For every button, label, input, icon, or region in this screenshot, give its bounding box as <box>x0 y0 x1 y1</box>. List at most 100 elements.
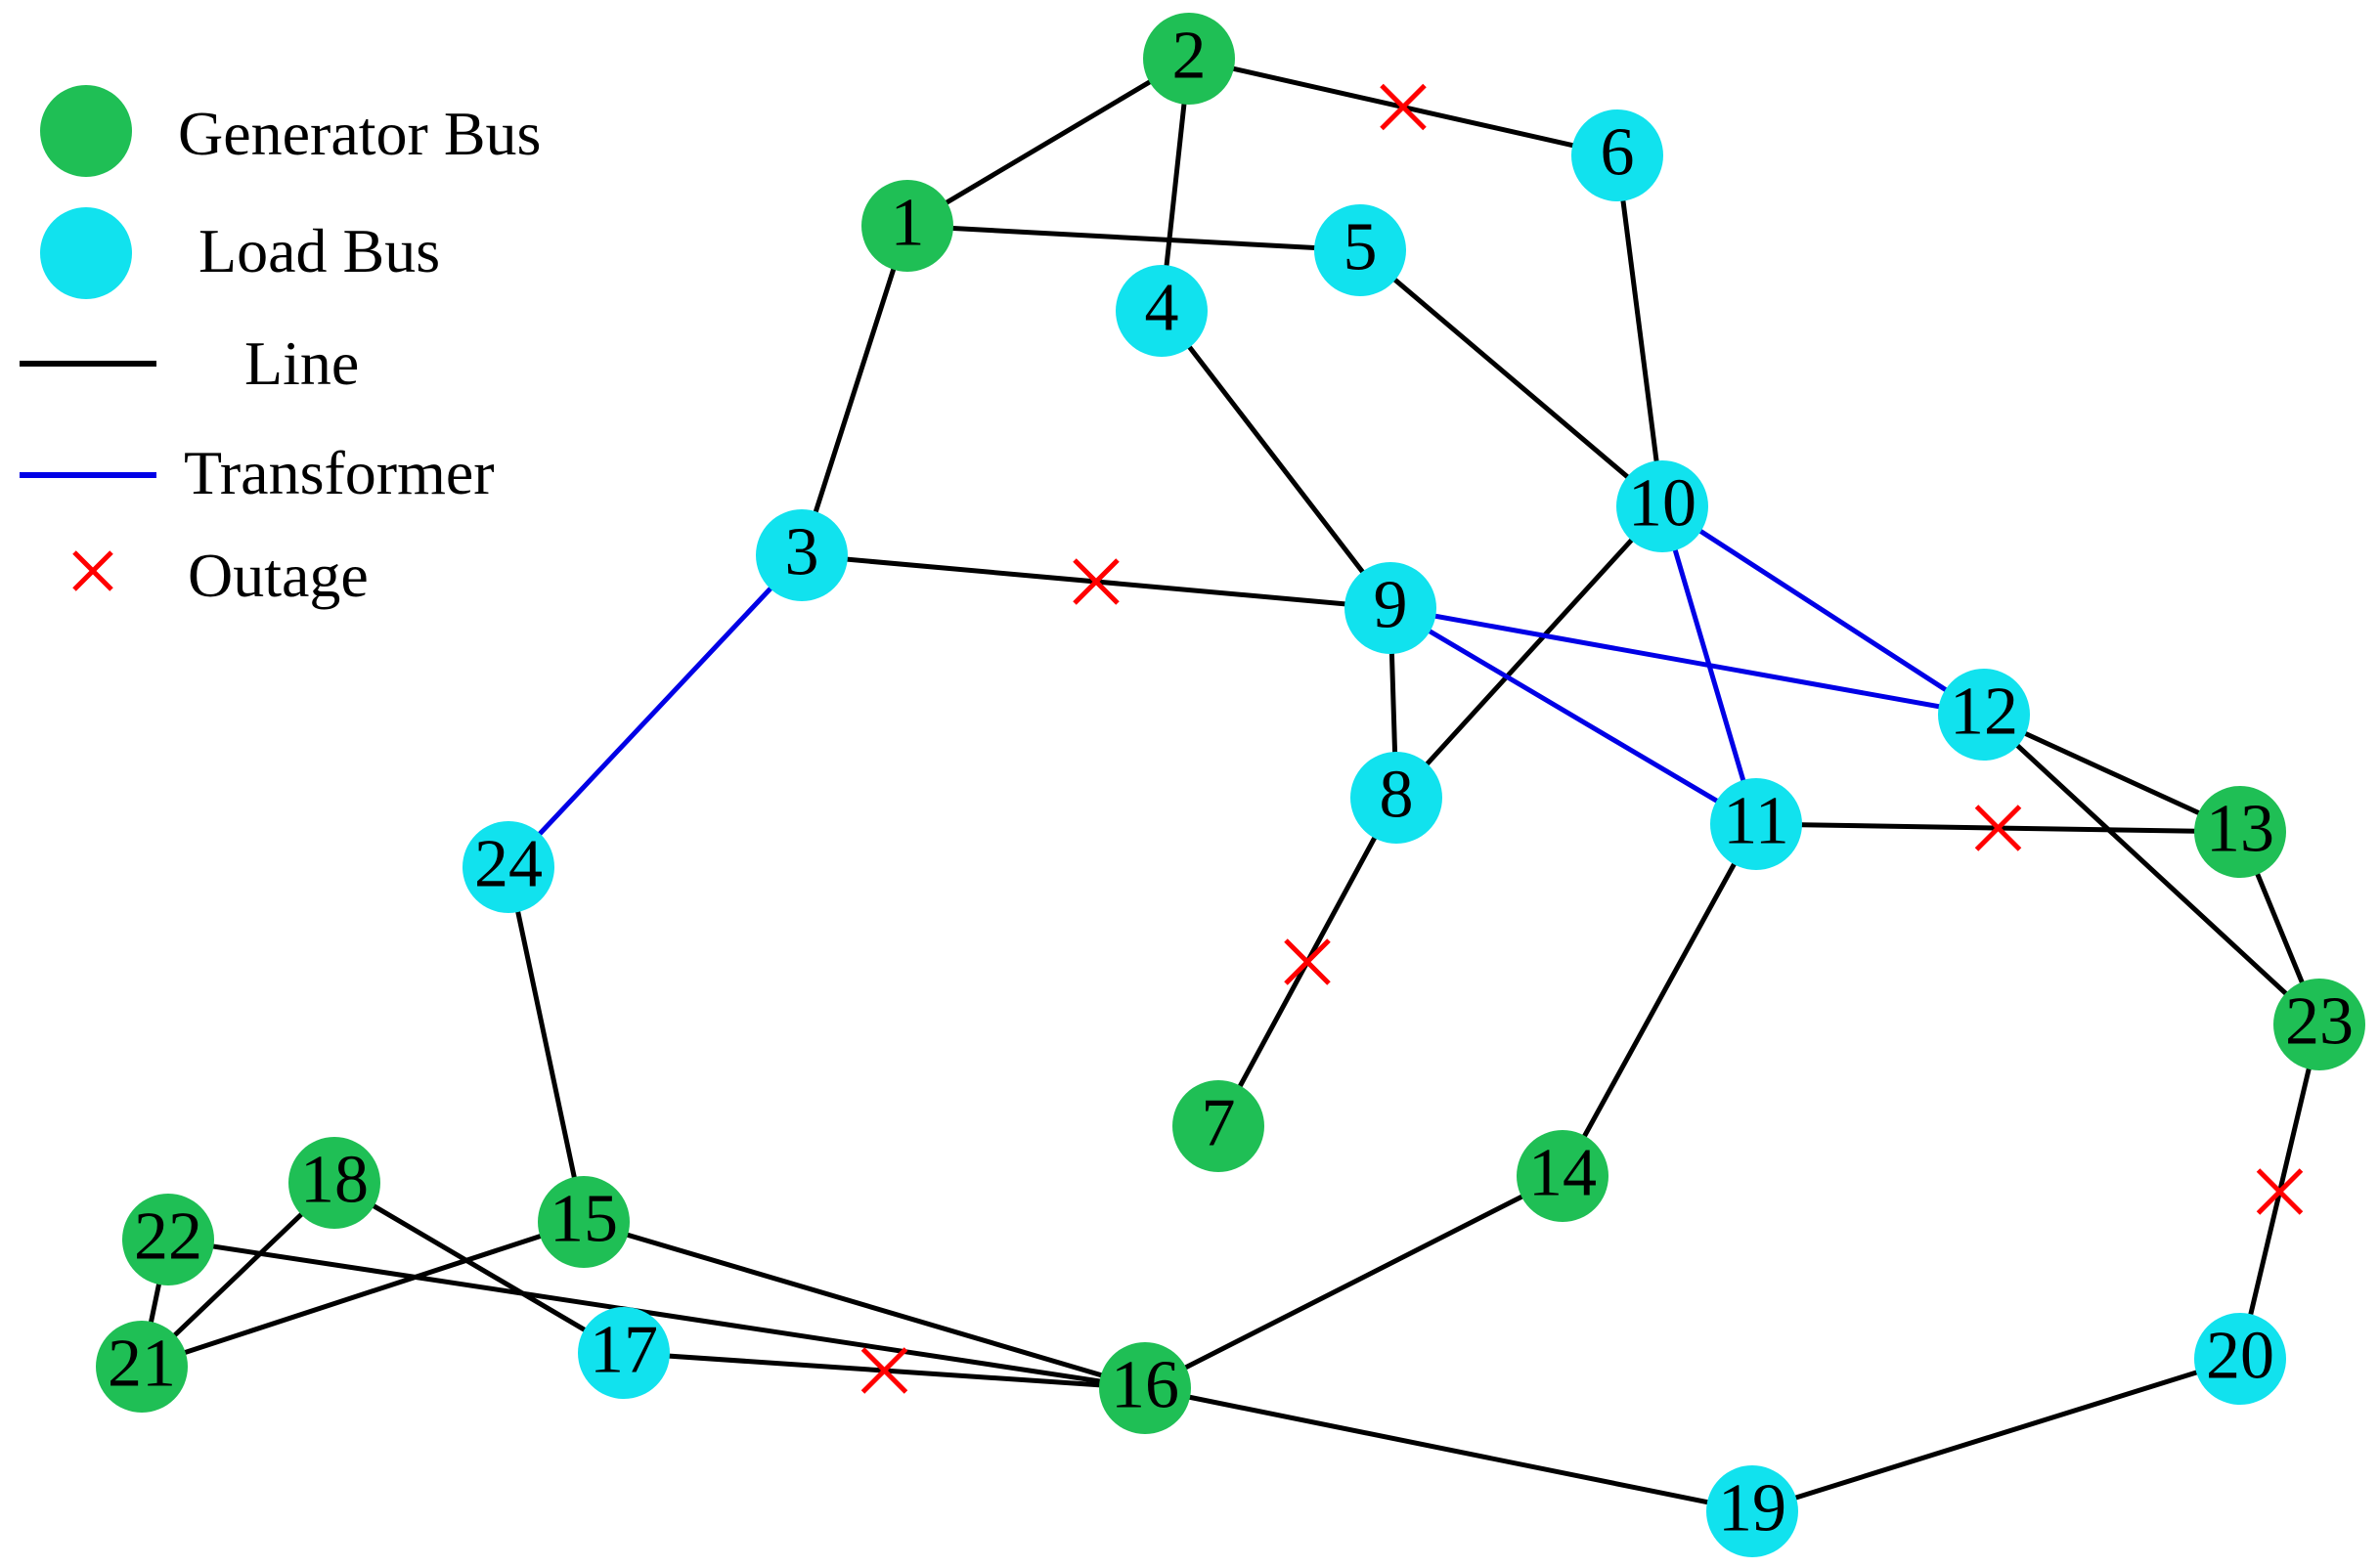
generator-bus-2: 2 <box>1143 13 1235 105</box>
transformer-3-24 <box>507 553 804 869</box>
generator-bus-18: 18 <box>288 1137 380 1229</box>
load-bus-12: 12 <box>1938 669 2030 761</box>
line-8-10 <box>1394 504 1664 800</box>
transformer-9-12 <box>1389 605 1985 718</box>
legend-transformer-label: Transformer <box>184 438 495 507</box>
bus-node-10 <box>1616 460 1708 552</box>
bus-node-11 <box>1710 778 1802 870</box>
load-bus-5: 5 <box>1314 204 1406 296</box>
line-15-21 <box>141 1219 585 1370</box>
outage-marker-2-6 <box>1380 83 1427 131</box>
bus-label-22: 22 <box>134 1199 202 1275</box>
bus-label-11: 11 <box>1723 784 1788 859</box>
load-bus-4: 4 <box>1116 265 1208 357</box>
bus-node-13 <box>2194 786 2286 878</box>
line-6-10 <box>1614 154 1665 507</box>
legend: Generator Bus Load Bus Line Transformer … <box>20 85 541 610</box>
bus-node-3 <box>756 509 848 601</box>
bus-node-7 <box>1172 1080 1264 1172</box>
bus-node-5 <box>1314 204 1406 296</box>
load-bus-3: 3 <box>756 509 848 601</box>
line-16-22 <box>167 1237 1146 1391</box>
bus-label-10: 10 <box>1628 466 1696 542</box>
bus-label-6: 6 <box>1601 115 1635 191</box>
load-bus-20: 20 <box>2194 1313 2286 1405</box>
bus-label-15: 15 <box>550 1182 618 1257</box>
load-bus-8: 8 <box>1350 752 1442 844</box>
bus-label-24: 24 <box>474 827 543 902</box>
line-12-23 <box>1982 713 2321 1026</box>
generator-bus-13: 13 <box>2194 786 2286 878</box>
line-15-24 <box>506 866 587 1223</box>
generator-bus-1: 1 <box>861 180 953 272</box>
bus-label-21: 21 <box>108 1327 176 1402</box>
line-1-5 <box>906 223 1361 253</box>
bus-node-22 <box>122 1194 214 1285</box>
legend-load-label: Load Bus <box>198 216 440 285</box>
bus-label-19: 19 <box>1718 1471 1786 1546</box>
line-4-9 <box>1160 309 1392 610</box>
bus-label-8: 8 <box>1380 758 1414 833</box>
bus-label-14: 14 <box>1528 1136 1597 1211</box>
bus-node-20 <box>2194 1313 2286 1405</box>
line-1-2 <box>905 56 1191 229</box>
bus-label-13: 13 <box>2206 792 2274 867</box>
load-bus-6: 6 <box>1571 109 1663 201</box>
generator-bus-21: 21 <box>96 1321 188 1413</box>
branch-layer <box>139 56 2322 1514</box>
generator-bus-15: 15 <box>538 1176 630 1268</box>
legend-outage-label: Outage <box>188 541 369 610</box>
bus-node-4 <box>1116 265 1208 357</box>
bus-label-3: 3 <box>785 515 819 590</box>
load-bus-17: 17 <box>578 1307 670 1399</box>
line-19-20 <box>1751 1356 2241 1514</box>
bus-node-15 <box>538 1176 630 1268</box>
bus-label-17: 17 <box>590 1313 658 1388</box>
line-15-16 <box>583 1219 1146 1391</box>
bus-node-24 <box>463 821 554 913</box>
bus-label-18: 18 <box>300 1143 369 1218</box>
load-bus-24: 24 <box>463 821 554 913</box>
load-bus-11: 11 <box>1710 778 1802 870</box>
bus-node-1 <box>861 180 953 272</box>
generator-bus-23: 23 <box>2273 979 2365 1070</box>
transformer-9-11 <box>1388 605 1758 827</box>
load-bus-9: 9 <box>1344 562 1436 654</box>
line-16-19 <box>1144 1385 1753 1514</box>
outage-marker-3-9 <box>1073 558 1120 605</box>
line-17-18 <box>332 1180 626 1356</box>
outage-marker-16-17 <box>860 1347 908 1394</box>
bus-node-9 <box>1344 562 1436 654</box>
bus-label-4: 4 <box>1145 271 1179 346</box>
bus-node-17 <box>578 1307 670 1399</box>
bus-label-7: 7 <box>1202 1086 1236 1161</box>
generator-bus-7: 7 <box>1172 1080 1264 1172</box>
outage-marker-11-13 <box>1974 805 2022 851</box>
outage-marker-7-8 <box>1284 938 1331 985</box>
bus-label-2: 2 <box>1172 19 1207 94</box>
transformer-10-12 <box>1660 503 1986 718</box>
bus-label-12: 12 <box>1950 675 2018 750</box>
line-14-16 <box>1143 1173 1564 1391</box>
legend-generator-marker <box>40 85 132 177</box>
legend-line-label: Line <box>244 328 359 398</box>
generator-bus-22: 22 <box>122 1194 214 1285</box>
generator-bus-14: 14 <box>1517 1130 1608 1222</box>
load-bus-10: 10 <box>1616 460 1708 552</box>
bus-node-19 <box>1706 1465 1798 1557</box>
bus-node-23 <box>2273 979 2365 1070</box>
bus-node-16 <box>1099 1342 1191 1434</box>
bus-node-6 <box>1571 109 1663 201</box>
bus-node-8 <box>1350 752 1442 844</box>
line-12-13 <box>1982 712 2242 835</box>
bus-node-21 <box>96 1321 188 1413</box>
line-5-10 <box>1358 248 1664 508</box>
transformer-10-11 <box>1659 505 1759 825</box>
line-1-3 <box>799 225 910 556</box>
load-bus-19: 19 <box>1706 1465 1798 1557</box>
bus-label-16: 16 <box>1111 1348 1179 1423</box>
legend-load-marker <box>40 207 132 299</box>
outage-marker-20-23 <box>2256 1168 2304 1215</box>
bus-node-12 <box>1938 669 2030 761</box>
